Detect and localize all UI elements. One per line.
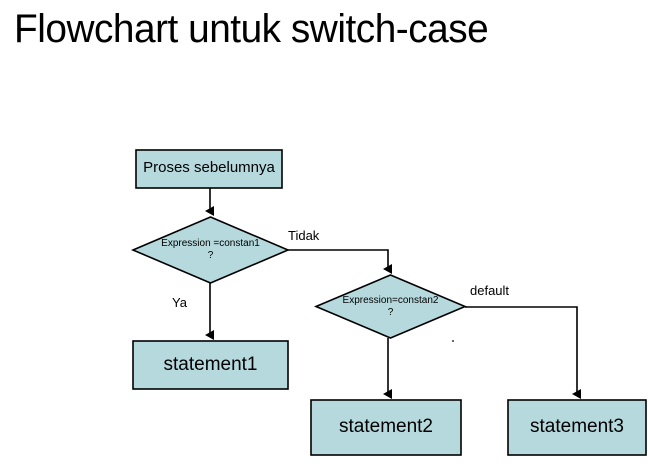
edge-label-ya: Ya bbox=[172, 295, 187, 310]
edge-label-tidak: Tidak bbox=[288, 228, 320, 243]
page-title: Flowchart untuk switch-case bbox=[14, 7, 489, 51]
node-condition-1[interactable] bbox=[130, 216, 291, 284]
node-condition-2[interactable] bbox=[313, 274, 468, 339]
edge-cond1-to-cond2 bbox=[288, 249, 392, 274]
edge-cond2-to-stmt3 bbox=[465, 306, 581, 399]
node-statement1[interactable] bbox=[132, 340, 289, 390]
node-statement3[interactable] bbox=[507, 399, 647, 456]
node-proses-sebelumnya[interactable] bbox=[135, 149, 283, 189]
node-statement2[interactable] bbox=[310, 399, 462, 456]
edge-label-default: default bbox=[470, 283, 510, 298]
stray-dot-artifact bbox=[452, 340, 454, 342]
